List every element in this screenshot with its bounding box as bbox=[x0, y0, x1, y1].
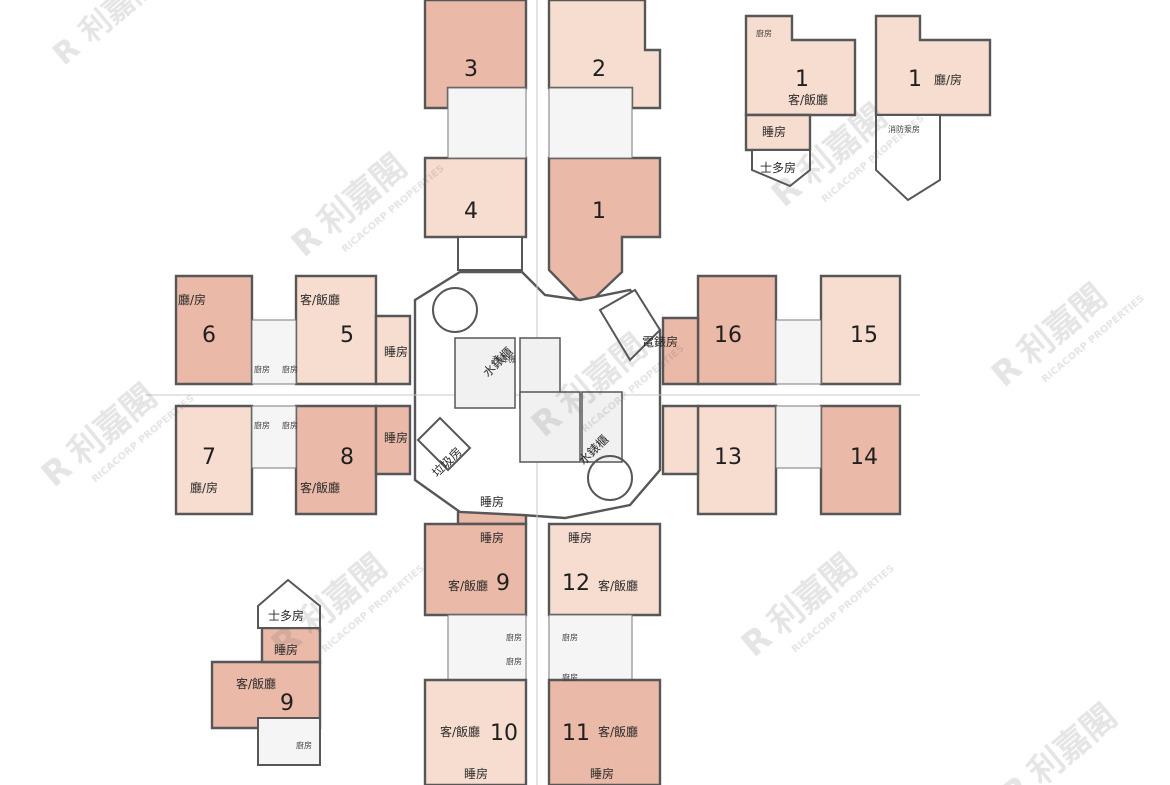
label-inset1-kitchen: 廚房 bbox=[756, 28, 772, 38]
label-unit-10-bedroom: 睡房 bbox=[464, 766, 488, 781]
inset-pump-room bbox=[875, 114, 941, 202]
label-unit-11-kitchen: 廚房 bbox=[562, 672, 578, 682]
detail-lines bbox=[145, 0, 920, 785]
top-core-service bbox=[447, 87, 633, 159]
label-unit-5-bedroom: 睡房 bbox=[384, 344, 408, 359]
label-unit-8-kitchen: 廚房 bbox=[282, 420, 298, 430]
watermark-text: 利嘉閣 bbox=[1021, 697, 1125, 785]
unit-9-number: 9 bbox=[496, 571, 510, 596]
unit-12-number: 12 bbox=[562, 571, 590, 596]
inset-unit-1a-number: 1 bbox=[795, 67, 809, 92]
unit-6-number: 6 bbox=[202, 323, 216, 348]
unit-4-balcony bbox=[457, 236, 523, 271]
label-inset1-bedroom: 睡房 bbox=[762, 124, 786, 139]
unit-12-area bbox=[547, 522, 662, 617]
inset-store-9 bbox=[257, 578, 321, 629]
label-unit-7-kitchen: 廚房 bbox=[254, 420, 270, 430]
label-unit-9-bedroom-top: 睡房 bbox=[480, 494, 504, 509]
label-unit-11-living: 客/飯廳 bbox=[598, 724, 638, 739]
unit-10-area bbox=[423, 678, 528, 785]
label-unit-12-bedroom: 睡房 bbox=[568, 530, 592, 545]
inset-unit-9-service bbox=[257, 717, 321, 766]
watermark-logo-icon: R bbox=[47, 31, 87, 73]
unit-1-number: 1 bbox=[592, 199, 606, 224]
watermark-text: 利嘉閣 bbox=[73, 0, 164, 50]
label-unit-11-bedroom: 睡房 bbox=[590, 766, 614, 781]
label-inset9-kitchen: 廚房 bbox=[296, 740, 312, 750]
unit-9-area bbox=[423, 522, 528, 617]
label-inset9-store: 士多房 bbox=[268, 608, 304, 623]
inset-unit-9-number: 9 bbox=[280, 691, 294, 716]
unit-14-area bbox=[819, 404, 902, 516]
label-unit-5-kitchen: 廚房 bbox=[282, 364, 298, 374]
label-elec-meter: 電錶房 bbox=[642, 334, 678, 349]
unit-13-number: 13 bbox=[714, 445, 742, 470]
bedroom-5-area bbox=[374, 314, 412, 386]
unit-numbers: 3 2 4 1 6 5 7 8 16 15 13 14 9 12 10 11 1… bbox=[202, 57, 922, 746]
label-unit-6-hall: 廳/房 bbox=[178, 292, 206, 307]
label-lift-top: 升降機 bbox=[492, 354, 516, 364]
label-inset1-living: 客/飯廳 bbox=[788, 92, 828, 107]
unit-13-annex bbox=[661, 404, 700, 476]
unit-2-number: 2 bbox=[592, 57, 606, 82]
bottom-core-service bbox=[447, 614, 633, 681]
label-unit-12-living: 客/飯廳 bbox=[598, 578, 638, 593]
label-unit-6-kitchen: 廚房 bbox=[254, 364, 270, 374]
label-unit-12-kitchen: 廚房 bbox=[562, 632, 578, 642]
unit-7-area bbox=[174, 404, 254, 516]
label-unit-9-living: 客/飯廳 bbox=[448, 578, 488, 593]
label-inset9-bedroom: 睡房 bbox=[274, 642, 298, 657]
label-unit-10-living: 客/飯廳 bbox=[440, 724, 480, 739]
unit-16-annex bbox=[661, 316, 700, 386]
unit-1-area bbox=[547, 156, 662, 309]
label-unit-8-living: 客/飯廳 bbox=[300, 480, 340, 495]
unit-7-number: 7 bbox=[202, 445, 216, 470]
label-inset1-store: 士多房 bbox=[760, 160, 796, 175]
label-unit-9-kitchen: 廚房 bbox=[506, 632, 522, 642]
label-unit-9-bedroom: 睡房 bbox=[480, 530, 504, 545]
unit-8-area bbox=[294, 404, 378, 516]
label-unit-10-kitchen: 廚房 bbox=[506, 656, 522, 666]
unit-10-number: 10 bbox=[490, 721, 518, 746]
right-core-service bbox=[775, 319, 822, 469]
label-inset1b-hall: 廳/房 bbox=[934, 72, 962, 87]
refuse-room bbox=[416, 416, 472, 472]
label-inset1b-pump: 消防泵房 bbox=[888, 124, 920, 134]
unit-16-number: 16 bbox=[714, 323, 742, 348]
unit-5-number: 5 bbox=[340, 323, 354, 348]
elec-meter-room bbox=[598, 288, 662, 362]
inset-store-1a bbox=[751, 149, 811, 188]
inset-unit-1b bbox=[874, 14, 992, 117]
unit-13-area bbox=[696, 404, 778, 516]
unit-4-number: 4 bbox=[464, 199, 478, 224]
label-unit-5-living: 客/飯廳 bbox=[300, 292, 340, 307]
unit-8-number: 8 bbox=[340, 445, 354, 470]
unit-3-number: 3 bbox=[464, 57, 478, 82]
inset-unit-1b-number: 1 bbox=[908, 67, 922, 92]
label-inset9-living: 客/飯廳 bbox=[236, 676, 276, 691]
left-core-service bbox=[251, 319, 297, 469]
label-unit-8-bedroom: 睡房 bbox=[384, 430, 408, 445]
unit-11-area bbox=[547, 678, 662, 785]
label-unit-7-hall: 廳/房 bbox=[190, 480, 218, 495]
bedroom-8-area bbox=[374, 404, 412, 476]
unit-11-number: 11 bbox=[562, 721, 590, 746]
unit-14-number: 14 bbox=[850, 445, 878, 470]
unit-15-number: 15 bbox=[850, 323, 878, 348]
